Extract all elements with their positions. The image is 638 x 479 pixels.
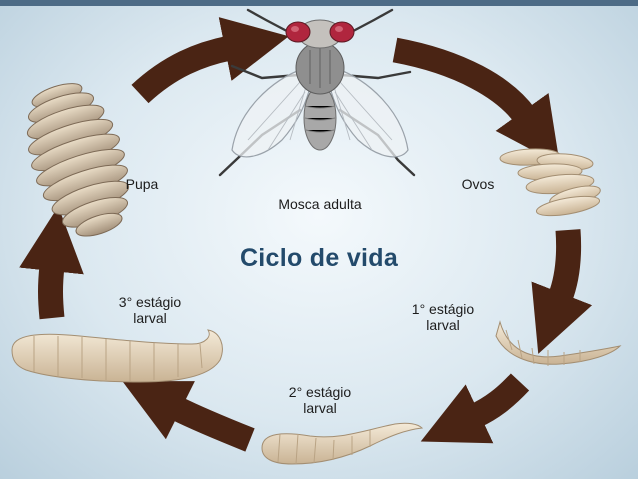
top-border	[0, 0, 638, 6]
label-third-instar-line1: 3° estágio	[118, 294, 182, 310]
label-third-instar: 3° estágio larval	[100, 294, 200, 326]
label-first-instar-line2: larval	[426, 317, 460, 333]
diagram-title: Ciclo de vida	[239, 244, 399, 272]
label-second-instar: 2° estágio larval	[270, 384, 370, 416]
label-first-instar-line1: 1° estágio	[411, 301, 475, 317]
arrow-larva3-to-pupa	[19, 206, 84, 320]
arrow-larva2-to-larva3	[122, 381, 255, 452]
eggs-illustration	[499, 148, 601, 217]
label-eggs: Ovos	[461, 176, 495, 192]
arrow-eggs-to-larva1	[531, 229, 593, 354]
label-first-instar: 1° estágio larval	[398, 301, 488, 333]
second-instar-larva-illustration	[261, 422, 424, 465]
label-second-instar-line2: larval	[303, 400, 337, 416]
label-second-instar-line1: 2° estágio	[288, 384, 352, 400]
label-pupa: Pupa	[125, 176, 159, 192]
arrow-pupa-to-adult	[131, 17, 289, 104]
pupa-illustration	[26, 83, 130, 237]
cycle-arrows	[19, 17, 593, 452]
arrow-larva1-to-larva2	[420, 373, 530, 444]
adult-fly-illustration	[218, 8, 416, 177]
third-instar-larva-illustration	[11, 329, 223, 383]
label-third-instar-line2: larval	[133, 310, 167, 326]
label-adult-fly: Mosca adulta	[278, 196, 362, 212]
first-instar-larva-illustration	[495, 320, 622, 366]
arrow-adult-to-eggs	[392, 37, 560, 165]
